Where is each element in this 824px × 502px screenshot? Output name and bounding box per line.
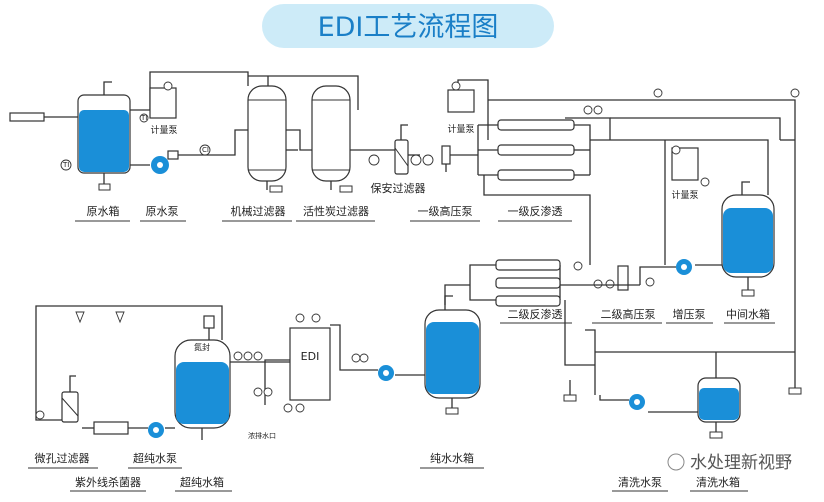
top-piping <box>9 71 796 365</box>
booster-pump-icon <box>639 259 722 287</box>
edi-feed-pump-icon <box>330 324 425 381</box>
svg-text:CI: CI <box>202 146 209 154</box>
middle-water-tank <box>721 181 775 297</box>
label-up-tank: 超纯水箱 <box>180 475 224 489</box>
edi-module: EDI <box>253 313 331 413</box>
label-mid-tank: 中间水箱 <box>726 307 770 321</box>
nitrogen-seal-label: 氮封 <box>194 342 210 352</box>
label-pure-tank: 纯水水箱 <box>430 451 474 465</box>
label-raw-pump: 原水泵 <box>146 205 179 218</box>
dosing-pump-2 <box>447 81 475 113</box>
label-carbon-filter: 活性炭过滤器 <box>303 204 369 218</box>
mechanical-filter <box>247 85 287 193</box>
svg-text:TI: TI <box>140 114 147 122</box>
label-dosing-pump-2: 计量泵 <box>447 123 474 135</box>
ultra-pure-tank: 氮封 <box>174 315 290 440</box>
edi-label: EDI <box>301 350 320 363</box>
label-ro-1: 一级反渗透 <box>508 204 563 218</box>
label-clean-tank: 清洗水箱 <box>696 475 740 489</box>
label-up-pump: 超纯水泵 <box>133 451 177 465</box>
uv-sterilizer <box>82 421 129 435</box>
label-raw-tank: 原水箱 <box>87 204 120 218</box>
title-pill <box>262 4 554 48</box>
micro-filter <box>35 305 175 423</box>
hp-pump-1-icon <box>410 145 451 172</box>
label-clean-pump: 清洗水泵 <box>618 476 662 489</box>
dosing-pump-1: TI <box>139 81 177 123</box>
label-mech-filter: 机械过滤器 <box>231 204 286 218</box>
title-banner: EDI工艺流程图 <box>262 4 554 48</box>
return-valves <box>75 311 125 324</box>
label-micro-filter: 微孔过滤器 <box>35 451 90 465</box>
ro-stage-1 <box>497 88 800 181</box>
svg-text:TI: TI <box>62 161 69 169</box>
label-hp-pump-2: 二级高压泵 <box>601 307 656 321</box>
cleaning-pump-icon <box>599 394 645 410</box>
label-security-filter: 保安过滤器 <box>371 181 426 195</box>
watermark-text: 水处理新视野 <box>690 453 792 473</box>
pure-water-tank <box>424 295 481 415</box>
drain-points <box>563 365 802 402</box>
label-dosing-pump-1: 计量泵 <box>150 124 177 136</box>
label-hp-pump-1: 一级高压泵 <box>418 204 473 218</box>
dosing-pump-3 <box>671 145 710 187</box>
label-dosing-pump-3: 计量泵 <box>671 189 698 201</box>
label-conc-drain: 浓排水口 <box>248 431 276 440</box>
watermark: 水处理新视野 <box>667 453 792 473</box>
label-uv: 紫外线杀菌器 <box>75 475 141 489</box>
security-filter <box>368 124 409 175</box>
raw-water-tank: TI <box>60 81 131 191</box>
page-title: EDI工艺流程图 <box>318 12 499 43</box>
raw-water-pump-icon: CI <box>151 144 211 174</box>
carbon-filter <box>311 85 353 193</box>
label-ro-2: 二级反渗透 <box>508 307 563 321</box>
ultra-pure-pump-icon <box>128 422 175 438</box>
hp-pump-2-icon <box>560 265 640 291</box>
label-booster-pump: 增压泵 <box>673 307 706 321</box>
ro-stage-2 <box>444 259 596 395</box>
cleaning-tank <box>595 351 795 439</box>
inlet-pipe <box>9 112 45 122</box>
